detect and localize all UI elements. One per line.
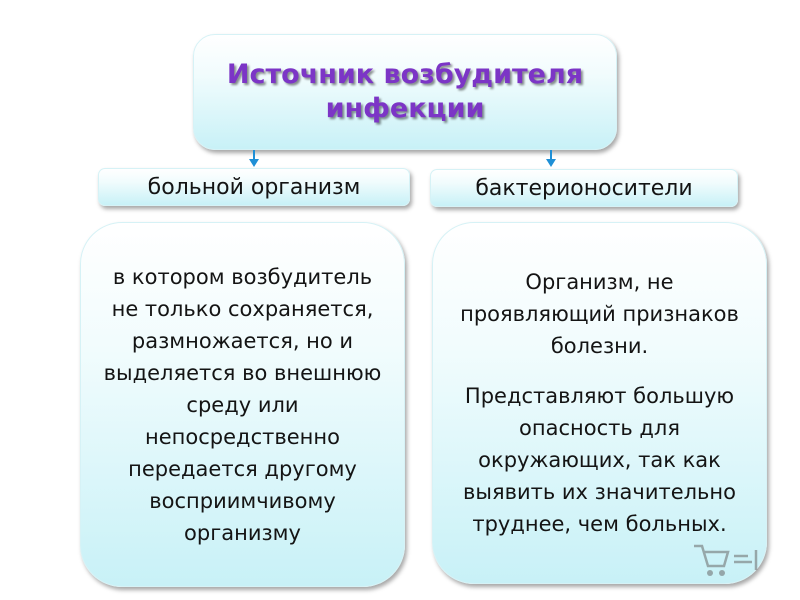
description-carriers-text-1: Организм, не проявляющий признаков болез… (460, 270, 739, 358)
arrow-down-icon (546, 150, 556, 167)
label-sick-organism: больной организм (98, 168, 410, 206)
diagram-title: Источник возбудителя инфекции (226, 59, 584, 124)
description-carriers-text-2: Представляют большую опасность для окруж… (463, 384, 736, 536)
title-box: Источник возбудителя инфекции (193, 34, 617, 150)
description-sick-organism: в котором возбудитель не только сохраняе… (80, 222, 405, 587)
description-sick-organism-text: в котором возбудитель не только сохраняе… (103, 264, 382, 545)
description-carriers: Организм, не проявляющий признаков болез… (432, 222, 767, 584)
label-carriers-text: бактерионосители (475, 175, 693, 201)
cart-watermark-icon (694, 544, 758, 576)
label-carriers: бактерионосители (430, 169, 738, 207)
arrow-down-icon (249, 150, 259, 167)
label-sick-organism-text: больной организм (147, 174, 361, 200)
